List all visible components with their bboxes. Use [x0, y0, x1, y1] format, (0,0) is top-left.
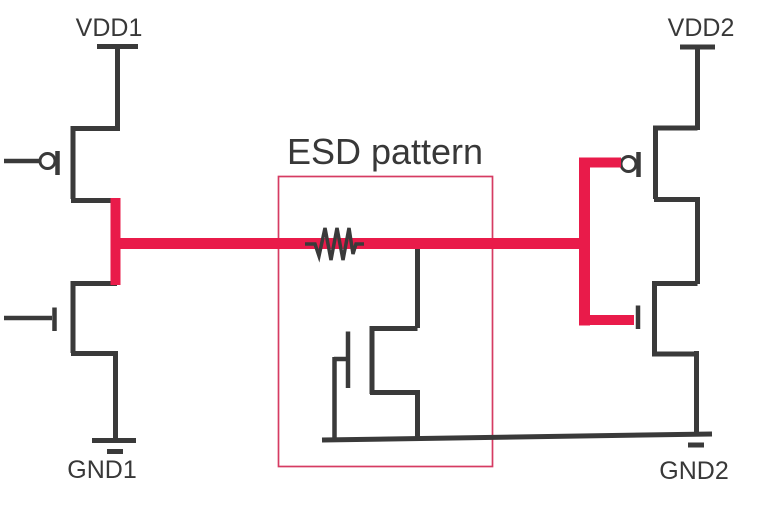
- vdd2-rail: [680, 44, 715, 130]
- nmos1-gate-wire: [4, 307, 57, 331]
- esd-clamp-gate-tie: [332, 331, 351, 440]
- gnd2-label: GND2: [659, 457, 728, 485]
- pmos2-gate-bubble-icon: [619, 155, 638, 173]
- nmos1-transistor: [70, 281, 118, 441]
- highlighted-signal-net: [110, 157, 634, 326]
- vdd2-label: VDD2: [668, 14, 735, 42]
- esd-pattern-title: ESD pattern: [287, 131, 483, 172]
- pmos2-transistor: [653, 125, 700, 284]
- pmos1-gate-bubble-icon: [38, 152, 57, 170]
- vdd1-label: VDD1: [76, 14, 143, 42]
- pmos1-transistor: [70, 126, 118, 203]
- pmos1-gate-wire: [4, 151, 60, 175]
- vdd1-rail: [97, 44, 138, 131]
- gnd1-label: GND1: [67, 456, 136, 484]
- esd-resistor-icon: [305, 227, 364, 263]
- esd-clamp-nmos: [369, 244, 420, 439]
- nmos2-transistor: [652, 281, 699, 436]
- esd-region-box: [277, 175, 494, 468]
- circuit-wiring: [4, 44, 715, 454]
- ground-rail: [321, 431, 713, 443]
- gnd1-symbol-icon: [92, 438, 136, 454]
